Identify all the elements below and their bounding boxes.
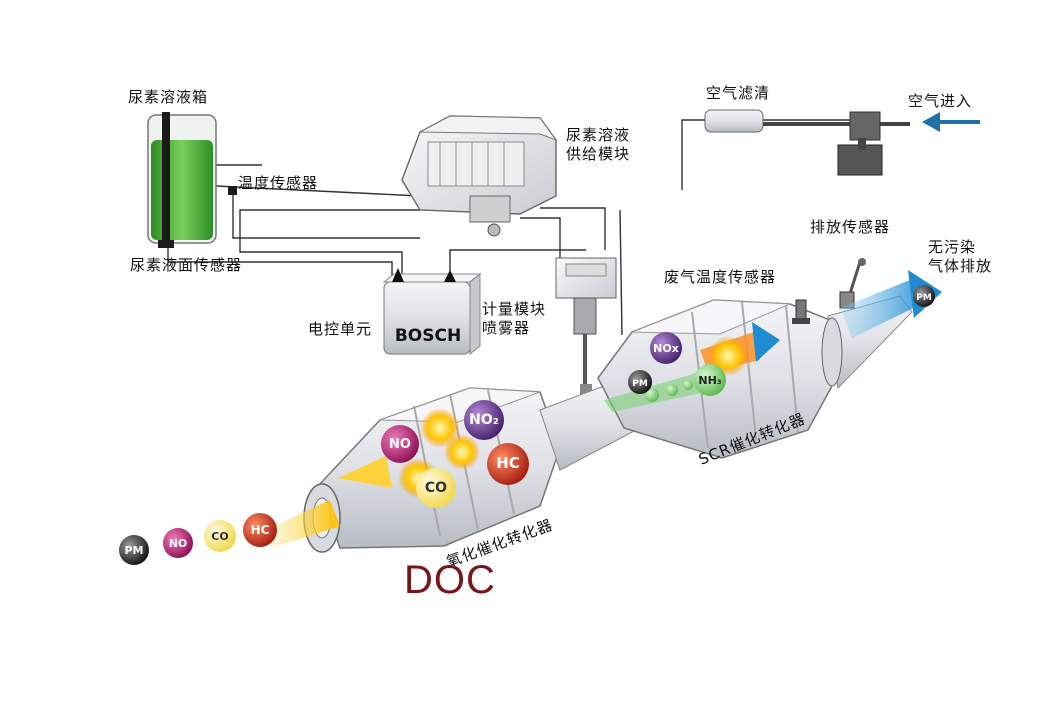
particle-ball — [163, 528, 193, 558]
particle-ball — [487, 443, 529, 485]
connection-lines — [167, 119, 860, 336]
particle-pm-0: PM — [119, 535, 149, 565]
particle-label: CO — [425, 480, 447, 496]
particle-co-2: CO — [204, 520, 236, 552]
ecu-label: 电控单元 — [308, 320, 373, 338]
particle-hc-3: HC — [243, 513, 277, 547]
level-sensor-label: 尿素液面传感器 — [130, 256, 243, 274]
particle-ball — [381, 425, 419, 463]
emission-sensor-label: 排放传感器 — [810, 218, 891, 236]
particle-ball — [650, 332, 682, 364]
urea-spray — [604, 372, 706, 412]
particle-label: NO — [389, 437, 411, 452]
exhaust-temp-sensor-label: 废气温度传感器 — [664, 268, 777, 286]
particle-no2-5: NO₂ — [464, 400, 504, 440]
air-in-label: 空气进入 — [908, 92, 973, 110]
exhaust-flow-in — [265, 456, 392, 548]
particle-label: NO₂ — [469, 412, 499, 428]
dosing-module-label: 计量模块 喷雾器 — [482, 300, 547, 337]
ecu-box — [382, 268, 482, 356]
supply-module-label: 尿素溶液 供给模块 — [566, 126, 631, 163]
clean-out-label: 无污染 气体排放 — [928, 238, 993, 275]
particle-pm-9: PM — [628, 370, 652, 394]
particle-pm-11: PM — [913, 285, 935, 307]
particle-nox-8: NOx — [650, 332, 682, 364]
air-in-arrow — [922, 112, 980, 132]
particle-nh3-10: NH₃ — [694, 364, 726, 396]
particle-ball — [416, 468, 456, 508]
air-filter — [704, 109, 910, 176]
air-filter-label: 空气滤清 — [706, 84, 771, 102]
particle-label: NH₃ — [698, 374, 721, 387]
urea-supply-module — [401, 115, 558, 237]
particle-ball — [913, 285, 935, 307]
ecu-brand: BOSCH — [394, 326, 462, 346]
particle-label: NOx — [653, 342, 679, 355]
particle-label: PM — [124, 544, 143, 557]
particle-label: HC — [496, 454, 520, 472]
exhaust-temp-sensor — [792, 299, 810, 324]
particle-ball — [204, 520, 236, 552]
particle-label: NO — [169, 537, 188, 550]
particle-label: CO — [211, 530, 228, 543]
particle-label: PM — [916, 293, 932, 303]
temp-sensor-label: 温度传感器 — [238, 174, 319, 192]
particle-label: HC — [251, 523, 270, 537]
particle-ball — [628, 370, 652, 394]
particle-hc-7: HC — [487, 443, 529, 485]
doc-title: DOC — [404, 558, 496, 602]
dosing-module — [555, 257, 617, 396]
particle-ball — [694, 364, 726, 396]
particle-ball — [464, 400, 504, 440]
urea-tank — [147, 112, 237, 248]
particle-no-4: NO — [381, 425, 419, 463]
particle-ball — [243, 513, 277, 547]
particle-co-6: CO — [416, 468, 456, 508]
urea-tank-label: 尿素溶液箱 — [128, 88, 209, 106]
particle-label: PM — [632, 379, 648, 389]
particle-ball — [119, 535, 149, 565]
particle-no-1: NO — [163, 528, 193, 558]
